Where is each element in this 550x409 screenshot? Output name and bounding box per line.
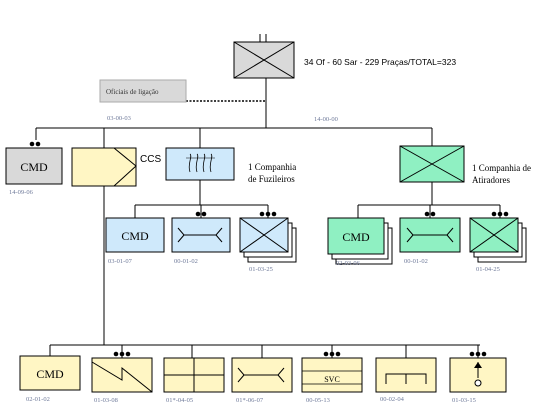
connector-lines: [35, 78, 501, 358]
ccs-medical-platoon-symbol: [449, 351, 507, 393]
hq-strength-label: 34 Of - 60 Sar - 229 Praças/TOTAL=323: [304, 57, 456, 67]
riflemen-title-line1: 1 Companhia de: [472, 163, 531, 173]
battalion-cmd-code: 14-09-06: [9, 189, 34, 196]
liaison-label: Oficiais de ligação: [106, 88, 159, 96]
fusiliers-sections-code: 01-03-25: [249, 266, 273, 273]
ccs-cmd-code: 02-01-02: [26, 396, 50, 403]
ccs-cmd-symbol: [19, 355, 81, 391]
ccs-recon-platoon-symbol: [231, 357, 293, 393]
riflemen-cmd-symbol: [327, 217, 393, 265]
liaison-code: 03-00-03: [107, 115, 131, 122]
ccs-support-platoon-symbol: [163, 357, 225, 393]
ccs-recon-code: 01*-06-07: [236, 397, 264, 404]
fusiliers-platoon-symbol: [171, 211, 231, 253]
fusiliers-cmd-code: 03-01-07: [108, 258, 133, 265]
riflemen-platoon-symbol: [399, 211, 461, 253]
riflemen-platoon-code: 00-01-02: [404, 258, 428, 265]
hq-code: 14-00-00: [314, 116, 338, 123]
ccs-symbol: [71, 147, 137, 187]
ccs-svc-label: SVC: [324, 375, 340, 384]
fusiliers-sections-symbol: [239, 211, 297, 263]
battalion-cmd-label: CMD: [20, 160, 48, 174]
ccs-support-code: 01*-04-05: [166, 397, 193, 404]
ccs-signal-code: 01-03-08: [94, 397, 118, 404]
ccs-label: CCS: [140, 154, 161, 165]
riflemen-sections-symbol: [469, 211, 527, 263]
riflemen-cmd-label: CMD: [342, 230, 370, 244]
fusiliers-company-symbol: [165, 147, 235, 181]
fusiliers-title-line1: 1 Companhia: [248, 162, 296, 172]
ccs-svc-code: 00-05-13: [306, 397, 330, 404]
fusiliers-cmd-symbol: [105, 217, 165, 253]
ccs-signal-platoon-symbol: [91, 351, 153, 393]
ccs-svc-platoon-symbol: [301, 351, 363, 393]
ccs-engineer-code: 00-02-04: [380, 396, 405, 403]
riflemen-company-symbol: [399, 145, 465, 183]
fusiliers-title-line2: de Fuzileiros: [248, 174, 295, 184]
riflemen-title-line2: Atiradores: [472, 175, 510, 185]
riflemen-sections-code: 01-04-25: [476, 266, 500, 273]
ccs-cmd-label: CMD: [36, 367, 64, 381]
ccs-engineer-section-symbol: [375, 357, 437, 393]
fusiliers-cmd-label: CMD: [121, 229, 149, 243]
battalion-cmd-symbol: [5, 141, 63, 185]
liaison-box: [99, 79, 187, 103]
fusiliers-platoon-code: 00-01-02: [174, 258, 198, 265]
ccs-medical-code: 01-03-15: [452, 397, 476, 404]
riflemen-cmd-code: 02-03-06: [336, 260, 361, 267]
hq-symbol: [233, 34, 295, 79]
